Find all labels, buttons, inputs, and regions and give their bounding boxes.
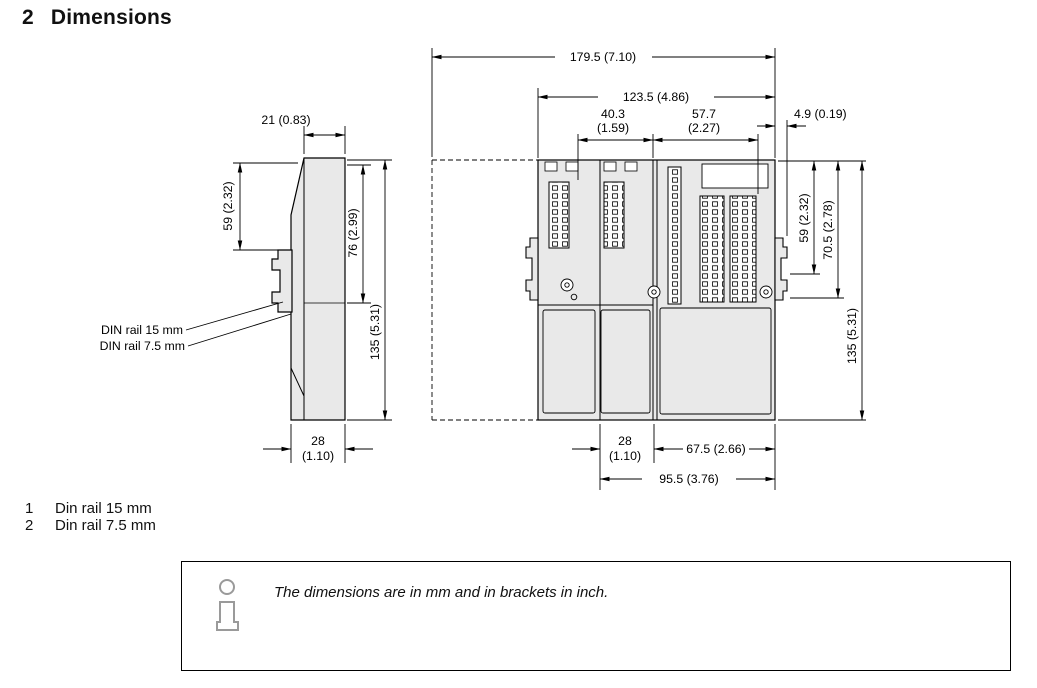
legend-item-label: Din rail 7.5 mm: [55, 517, 156, 534]
note-text: The dimensions are in mm and in brackets…: [274, 584, 609, 601]
dim-40-mm: 40.3: [601, 107, 625, 121]
dim-28-side: [263, 424, 373, 463]
dim-67-label: 67.5 (2.66): [686, 442, 745, 456]
dim-57-mm: 57.7: [692, 107, 716, 121]
connector-strip: [667, 166, 682, 305]
front-view-drawing: 179.5 (7.10) 123.5 (4.86) 40.3 (1.59) 57…: [431, 48, 866, 490]
terminal-grid-left: [548, 181, 570, 249]
dimension-drawing: DIN rail 15 mm DIN rail 7.5 mm 21 (0.83)…: [100, 48, 866, 490]
info-icon: [212, 578, 246, 649]
screw-holes: [560, 278, 773, 301]
connector-grid-1: [699, 195, 725, 303]
terminal-cover-3: [659, 307, 772, 415]
label-plate: [701, 163, 769, 189]
terminal-cover-2: [600, 309, 651, 414]
dim-40-57: [577, 134, 759, 194]
dim-179-label: 179.5 (7.10): [570, 50, 636, 64]
legend-item: 1 Din rail 15 mm: [25, 500, 156, 517]
dim-right-135-label: 135 (5.31): [845, 308, 859, 364]
dim-57-in: (2.27): [688, 121, 720, 135]
dim-76-label: 76 (2.99): [346, 208, 360, 257]
legend-item: 2 Din rail 7.5 mm: [25, 517, 156, 534]
din-rail-leader-lines: [185, 301, 292, 347]
din-rail-75-label: DIN rail 7.5 mm: [100, 339, 185, 353]
dim-28-front-in: (1.10): [609, 449, 641, 463]
dim-123: [537, 88, 776, 158]
terminal-cover-1: [542, 309, 596, 414]
legend: 1 Din rail 15 mm 2 Din rail 7.5 mm: [25, 500, 156, 534]
dim-bottom: [572, 424, 776, 490]
dim-right-70-label: 70.5 (2.78): [821, 200, 835, 259]
dim-28-side-in: (1.10): [302, 449, 334, 463]
legend-item-label: Din rail 15 mm: [55, 500, 152, 517]
side-view-din-rail-clip: [271, 249, 293, 313]
dim-135-side-label: 135 (5.31): [368, 304, 382, 360]
dim-135-side: [347, 159, 392, 421]
connector-grid-2: [729, 195, 757, 303]
page-title: 2 Dimensions: [22, 6, 172, 30]
dim-28-front-mm: 28: [618, 434, 632, 448]
side-view-drawing: DIN rail 15 mm DIN rail 7.5 mm 21 (0.83)…: [100, 113, 392, 463]
side-view-body: [290, 157, 346, 421]
din-rail-15-label: DIN rail 15 mm: [101, 323, 183, 337]
dim-right-59-label: 59 (2.32): [797, 193, 811, 242]
dim-right-verticals: [778, 160, 866, 421]
terminal-grid-left2: [603, 181, 625, 249]
dim-179: [431, 48, 776, 158]
top-vents: [544, 161, 638, 172]
legend-item-number: 2: [25, 517, 34, 534]
front-din-clip-right: [774, 237, 788, 301]
heading-text: Dimensions: [50, 6, 172, 29]
front-din-clip-left: [525, 237, 539, 301]
dim-21: [303, 126, 346, 154]
dim-76: [347, 164, 371, 304]
dim-49: [757, 120, 806, 236]
dim-28-side-mm: 28: [311, 434, 325, 448]
dim-40-in: (1.59): [597, 121, 629, 135]
dim-49-label: 4.9 (0.19): [794, 107, 847, 121]
dim-59-side-label: 59 (2.32): [221, 181, 235, 230]
dim-123-label: 123.5 (4.86): [623, 90, 689, 104]
dim-59-side: [233, 162, 298, 251]
note-box: The dimensions are in mm and in brackets…: [181, 561, 1011, 671]
legend-item-number: 1: [25, 500, 34, 517]
heading-number: 2: [22, 6, 34, 29]
dim-21-label: 21 (0.83): [261, 113, 310, 127]
dim-95-label: 95.5 (3.76): [659, 472, 718, 486]
construction-dashed-lines: [431, 152, 538, 421]
